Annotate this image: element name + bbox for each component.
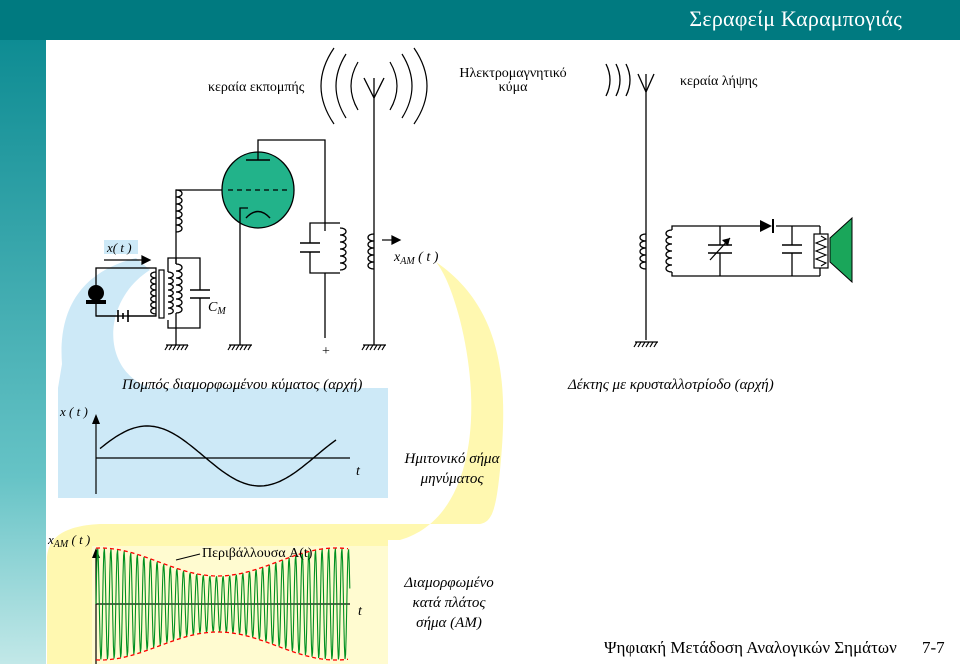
header-title: Σεραφείμ Καραμπογιάς — [689, 6, 902, 31]
am-caption-line1: Διαμορφωμένο — [404, 575, 494, 591]
modulation-wiring — [167, 234, 201, 345]
input-arrow — [104, 255, 152, 265]
tank-coil — [339, 227, 347, 271]
grid-coil — [175, 189, 183, 233]
sine-y-arrowhead — [92, 414, 100, 424]
rx-wiring — [671, 225, 821, 277]
input-signal-label: x( t ) — [107, 240, 132, 255]
coupling-arrow — [382, 235, 402, 245]
am-carrier-wave — [95, 548, 351, 660]
variable-capacitor-arrow — [722, 238, 730, 246]
sine-wave — [99, 425, 337, 487]
cm-capacitor-label: CM — [208, 300, 226, 319]
am-y-arg: ( t ) — [71, 532, 91, 547]
tx-antenna-label: κεραία εκπομπής — [208, 80, 305, 95]
modulation-coil — [175, 263, 183, 314]
am-y-main: x — [48, 532, 54, 547]
rx-antenna-coil — [639, 233, 647, 270]
am-y-sub: AM — [53, 539, 69, 550]
tank-circuit — [309, 222, 340, 338]
am-envelope-lower — [95, 631, 349, 661]
antenna-coupling-coil — [367, 233, 375, 270]
page-number: 7-7 — [922, 638, 945, 657]
left-stripe — [0, 40, 46, 664]
am-output-sub: AM — [400, 256, 415, 267]
diode-icon — [760, 219, 774, 233]
em-wave-label-line1: Ηλεκτρομαγνητικό — [459, 66, 567, 81]
transmitter-caption: Πομπός διαμορφωμένου κύματος (αρχή) — [122, 377, 363, 393]
transformer-core — [158, 269, 165, 319]
rx-capacitor — [782, 244, 802, 254]
ground-symbol — [633, 341, 658, 348]
envelope-label: Περιβάλλουσα A(t) — [202, 546, 313, 561]
transformer-primary — [150, 271, 157, 315]
ground-symbol — [361, 344, 386, 351]
sine-caption-line2: μηνύματος — [420, 471, 484, 487]
transformer-secondary — [167, 271, 174, 315]
am-caption-line2: κατά πλάτος — [412, 595, 486, 611]
tank-capacitor — [300, 242, 320, 253]
em-wave-label-line2: κύμα — [498, 80, 528, 95]
am-output-label: xAM ( t ) — [394, 250, 438, 269]
envelope-pointer-line — [175, 553, 201, 561]
sine-axes — [95, 422, 350, 494]
header-bar — [0, 0, 960, 40]
vacuum-tube — [221, 150, 295, 229]
sine-x-label: t — [356, 464, 360, 479]
microphone-icon — [88, 285, 104, 301]
sine-callout-shape — [58, 258, 388, 498]
modulation-capacitor — [190, 289, 210, 299]
rx-antenna — [605, 63, 655, 340]
cm-main: C — [208, 300, 218, 315]
am-output-arg: ( t ) — [418, 250, 439, 265]
cm-sub: M — [217, 306, 226, 317]
plus-terminal-label: + — [322, 344, 330, 359]
rx-antenna-label: κεραία λήψης — [680, 74, 758, 89]
radio-wave-arcs — [320, 47, 428, 125]
receiver-caption: Δέκτης με κρυσταλλοτρίοδο (αρχή) — [568, 377, 774, 393]
xt-label-box — [104, 240, 138, 254]
am-caption-line3: σήμα (AM) — [416, 615, 482, 631]
am-x-label: t — [358, 604, 362, 619]
am-envelope-upper — [95, 547, 349, 577]
speaker-icon — [829, 216, 853, 284]
am-y-label: xAM ( t ) — [48, 532, 90, 552]
sine-caption-line1: Ημιτονικό σήμα — [404, 451, 500, 467]
ground-symbol — [164, 344, 189, 351]
footer-text: Ψηφιακή Μετάδοση Αναλογικών Σημάτων — [604, 638, 897, 657]
am-output-main: x — [394, 250, 401, 265]
tx-antenna — [363, 77, 385, 345]
rx-tuning-coil — [665, 229, 673, 273]
ground-symbol — [227, 344, 252, 351]
sine-y-label: x ( t ) — [60, 404, 88, 419]
